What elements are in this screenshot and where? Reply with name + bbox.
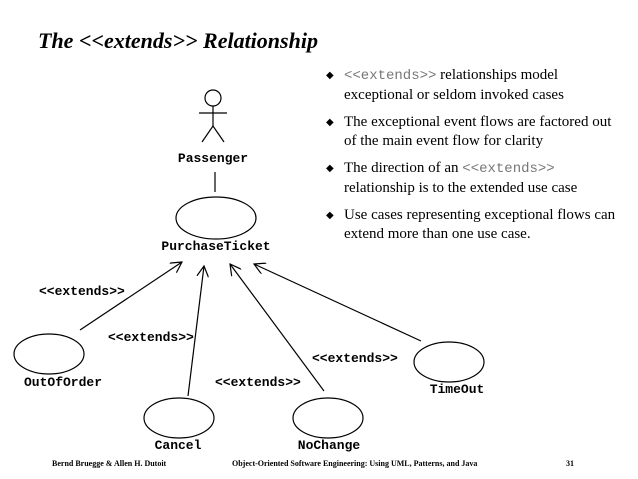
bullet-item: ◆ Use cases representing exceptional flo… [324, 206, 624, 244]
use-case-no-change [292, 397, 364, 439]
diamond-bullet-icon: ◆ [326, 117, 334, 128]
diamond-bullet-icon: ◆ [326, 163, 334, 174]
bullet-text: relationship is to the extended use case [344, 180, 578, 196]
footer-authors: Bernd Bruegge & Allen H. Dutoit [52, 459, 167, 468]
footer-book-title: Object-Oriented Software Engineering: Us… [232, 459, 478, 468]
use-case-purchase-ticket [175, 196, 257, 240]
diamond-bullet-icon: ◆ [326, 70, 334, 81]
slide-title: The <<extends>> Relationship [38, 28, 318, 53]
bullet-item: ◆ The exceptional event flows are factor… [324, 113, 624, 151]
footer-page-number: 31 [566, 459, 574, 468]
use-case-cancel [143, 397, 215, 439]
use-case-no-change-label: NoChange [298, 438, 361, 453]
bullet-item: ◆ <<extends>> relationships model except… [324, 66, 624, 105]
actor-left-leg [201, 125, 214, 143]
actor-passenger [199, 89, 227, 143]
actor-head [204, 89, 222, 107]
diamond-bullet-icon: ◆ [326, 210, 334, 221]
actor-name: Passenger [178, 151, 248, 166]
bullet-text: relationships model exceptional or seldo… [344, 67, 564, 103]
extends-label-no-change: <<extends>> [215, 375, 301, 390]
bullet-text: Use cases representing exceptional flows… [344, 207, 616, 242]
use-case-time-out-label: TimeOut [430, 382, 485, 397]
use-case-cancel-label: Cancel [155, 438, 202, 453]
extends-arrow-time-out [254, 264, 422, 342]
bullet-code: <<extends>> [344, 68, 437, 84]
extends-label-time-out: <<extends>> [312, 351, 398, 366]
extends-arrow-no-change [230, 264, 325, 392]
use-case-out-of-order [13, 333, 85, 375]
bullet-list: ◆ <<extends>> relationships model except… [324, 66, 624, 252]
use-case-purchase-ticket-label: PurchaseTicket [161, 239, 270, 254]
use-case-time-out [413, 341, 485, 383]
extends-arrow-cancel [187, 266, 204, 397]
bullet-text: The exceptional event flows are factored… [344, 114, 612, 149]
bullet-item: ◆ The direction of an <<extends>> relati… [324, 159, 624, 198]
actor-right-leg [212, 125, 225, 143]
use-case-out-of-order-label: OutOfOrder [24, 375, 102, 390]
extends-label-out-of-order: <<extends>> [39, 284, 125, 299]
bullet-code: <<extends>> [462, 161, 555, 177]
extends-arrow-out-of-order [79, 262, 182, 331]
extends-label-cancel: <<extends>> [108, 330, 194, 345]
bullet-text: The direction of an [344, 160, 463, 176]
